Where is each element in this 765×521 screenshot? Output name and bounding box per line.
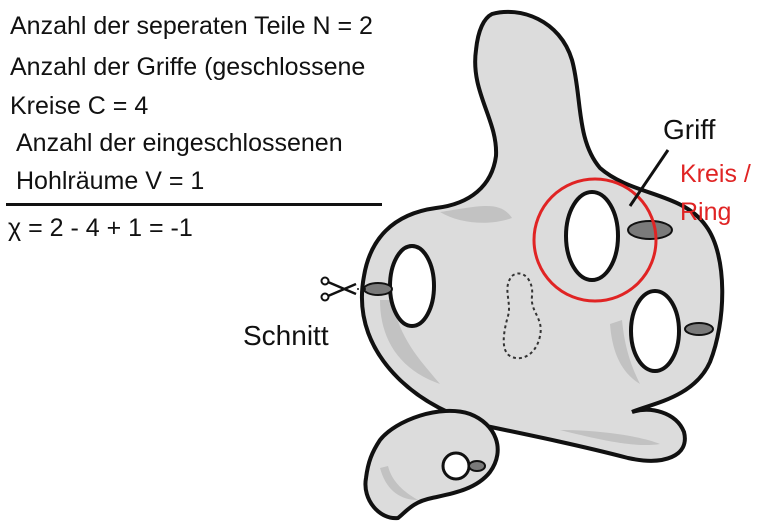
- hole-griff: [566, 192, 618, 280]
- second-part-hole: [443, 453, 469, 479]
- cut-mark-right: [685, 323, 713, 335]
- cut-mark-left: [364, 283, 392, 295]
- formula-divider: [6, 203, 382, 206]
- griff-handle-mark: [628, 221, 672, 239]
- hole-right: [631, 291, 679, 371]
- euler-formula: χ = 2 - 4 + 1 = -1: [8, 214, 193, 243]
- scissors-icon: [322, 278, 367, 301]
- hole-left: [390, 246, 434, 326]
- kreis-label: Kreis /: [680, 160, 751, 189]
- separate-parts-line: Anzahl der seperaten Teile N = 2: [10, 12, 373, 41]
- enclosed-cavities-line: Anzahl der eingeschlossenen: [16, 129, 343, 158]
- second-part-cut-mark: [469, 461, 485, 471]
- ring-label: Ring: [680, 198, 731, 227]
- main-body-shape: [362, 12, 722, 461]
- cavities-count-line: Hohlräume V = 1: [16, 167, 204, 196]
- schnitt-label: Schnitt: [243, 321, 329, 350]
- circles-line: Kreise C = 4: [10, 92, 148, 121]
- handles-line: Anzahl der Griffe (geschlossene: [10, 53, 365, 82]
- griff-label: Griff: [663, 115, 715, 144]
